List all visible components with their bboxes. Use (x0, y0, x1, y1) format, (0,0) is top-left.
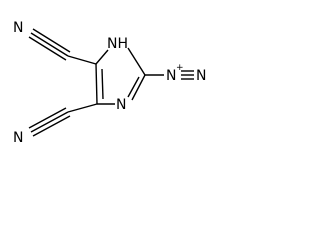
bond-cn-triple-top-c (28, 36, 67, 61)
bond-c2-n3-inner (127, 76, 140, 98)
bond-c4-c5 (95, 63, 98, 105)
bond-c2-n3 (131, 74, 146, 101)
bond-cn-triple-bottom-c (32, 115, 71, 137)
bond-cn-triple-top-a (30, 32, 69, 57)
atom-label-nitrile-bottom: N (13, 130, 23, 146)
bond-c4-c5-inner (101, 68, 104, 100)
atom-label-diazo-n1: N (166, 68, 176, 84)
structure-canvas: N N NH N N + N (0, 0, 222, 150)
bond-cn-triple-top-b (32, 28, 71, 53)
atom-label-nitrile-top: N (13, 20, 23, 36)
atom-label-ring-nh: NH (107, 36, 128, 52)
bond-c4-cn-bottom (67, 103, 98, 113)
atom-label-diazo-n2: N (196, 68, 206, 84)
chemical-structure-diagram: N N NH N N + N (13, 20, 206, 146)
bond-cn-triple-bottom-a (30, 111, 69, 133)
bond-c5-cn-top (67, 55, 97, 65)
bond-cn-triple-bottom-b (28, 107, 67, 129)
bond-c5-n1 (95, 49, 109, 65)
atom-charge-diazo: + (176, 63, 184, 73)
bond-n1-c2 (127, 47, 146, 76)
atom-label-ring-n: N (116, 97, 126, 113)
